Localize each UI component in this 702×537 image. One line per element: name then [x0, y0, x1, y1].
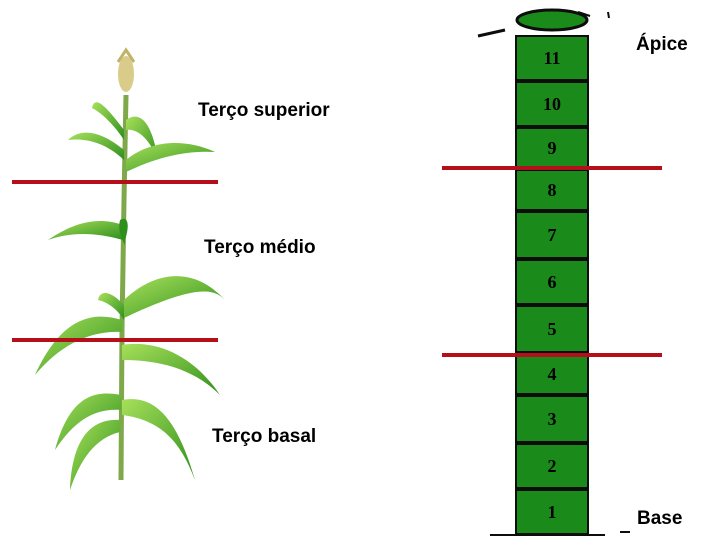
plant-divider-lower: [12, 338, 218, 342]
segment-4: 4: [515, 353, 589, 395]
tassel-icon: [116, 47, 136, 92]
segment-8: 8: [515, 169, 589, 211]
segment-10: 10: [515, 81, 589, 127]
segment-2: 2: [515, 443, 589, 489]
apex-label: Ápice: [636, 34, 688, 55]
section-label-top: Terço superior: [198, 100, 330, 121]
segment-9: 9: [515, 127, 589, 169]
plant-divider-upper: [12, 180, 218, 184]
segment-11: 11: [515, 35, 589, 81]
segment-7: 7: [515, 211, 589, 259]
section-label-bottom: Terço basal: [212, 426, 317, 447]
apex-ellipse-icon: [477, 8, 610, 38]
segment-3: 3: [515, 395, 589, 443]
stalk-divider-upper: [442, 166, 662, 170]
segment-6: 6: [515, 259, 589, 305]
segment-5: 5: [515, 305, 589, 353]
section-label-middle: Terço médio: [204, 237, 316, 258]
stalk-divider-lower: [442, 353, 662, 357]
base-label: Base: [637, 508, 683, 529]
segment-1: 1: [515, 489, 589, 535]
